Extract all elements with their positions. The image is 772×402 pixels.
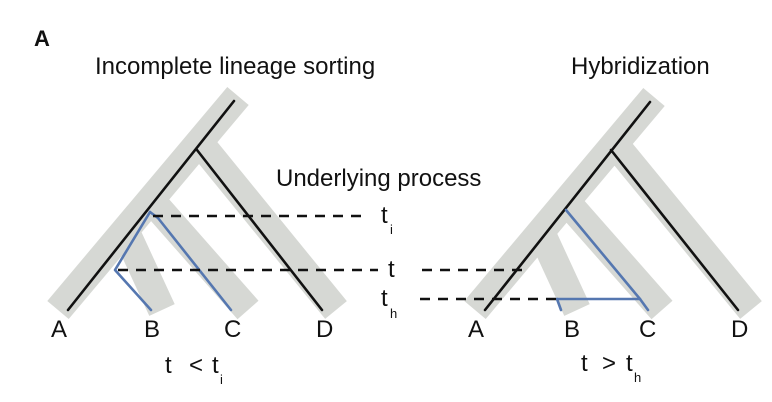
condition-rhs: t [212, 352, 219, 379]
left-species-tree [47, 86, 347, 320]
left-title: Incomplete lineage sorting [95, 53, 375, 80]
leaf-label: A [51, 316, 67, 343]
leaf-label: D [316, 316, 333, 343]
leaf-label: D [731, 316, 748, 343]
leaf-label: A [468, 316, 484, 343]
ti-label: t [381, 202, 388, 229]
panel-label: A [34, 26, 50, 51]
left-leaf-labels: A B C D [51, 316, 333, 343]
t-label: t [388, 256, 395, 283]
condition-rhs: t [626, 350, 633, 377]
left-condition: t < t i [165, 352, 223, 387]
left-deep-coalescence-lineages [113, 210, 233, 312]
right-title: Hybridization [571, 53, 710, 80]
time-reference-lines [118, 214, 556, 301]
process-label: Underlying process [276, 165, 481, 192]
condition-operator: > [602, 350, 616, 377]
time-labels: t i t t h [381, 202, 397, 321]
leaf-label: C [639, 316, 656, 343]
right-tree: A B C D t > t h [464, 87, 762, 385]
condition-lhs: t [581, 350, 588, 377]
th-label: t [381, 285, 388, 312]
right-gene-tree [483, 100, 740, 312]
condition-operator: < [189, 352, 203, 379]
right-species-tree [464, 87, 762, 320]
leaf-label: B [144, 316, 160, 343]
condition-lhs: t [165, 352, 172, 379]
right-condition: t > t h [581, 350, 641, 385]
ti-label-subscript: i [390, 222, 393, 237]
leaf-label: B [564, 316, 580, 343]
left-tree: A B C D t < t i [47, 86, 347, 387]
condition-rhs-subscript: h [634, 370, 641, 385]
th-label-subscript: h [390, 306, 397, 321]
condition-rhs-subscript: i [220, 372, 223, 387]
right-hybridization-lineages [555, 208, 650, 312]
right-leaf-labels: A B C D [468, 316, 748, 343]
left-gene-tree [66, 99, 324, 312]
leaf-label: C [224, 316, 241, 343]
